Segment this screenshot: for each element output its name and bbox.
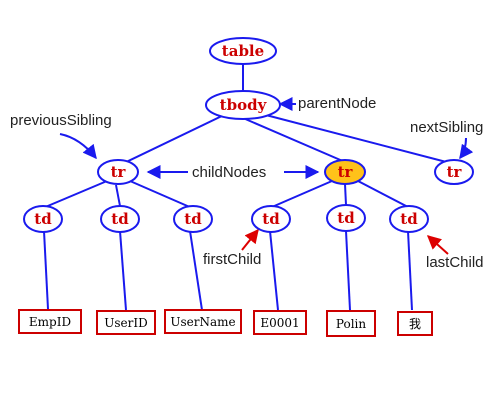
parent-node-label: parentNode bbox=[298, 95, 376, 112]
edge-tr2-td5 bbox=[344, 183, 347, 206]
last-child-label: lastChild bbox=[426, 254, 484, 271]
leaf-box-4-text: E0001 bbox=[260, 316, 299, 330]
last-child-arrow bbox=[426, 235, 449, 255]
next-sibling-arrow bbox=[459, 137, 474, 160]
node-tr-3-label: tr bbox=[447, 163, 463, 181]
edge-td5-leaf5 bbox=[345, 230, 351, 311]
edge-td6-leaf6 bbox=[407, 230, 413, 311]
leaf-box-5-text: Polin bbox=[336, 317, 366, 331]
node-td-6: td bbox=[389, 205, 429, 233]
node-td-2-label: td bbox=[111, 210, 129, 228]
edge-tbody-tr3 bbox=[261, 113, 455, 165]
child-nodes-label: childNodes bbox=[192, 164, 266, 181]
edge-td1-leaf1 bbox=[43, 230, 49, 310]
leaf-box-1: EmpID bbox=[18, 309, 82, 334]
node-td-1: td bbox=[23, 205, 63, 233]
node-tr-3: tr bbox=[434, 159, 474, 185]
leaf-box-4: E0001 bbox=[253, 310, 307, 335]
leaf-box-6-text: 我 bbox=[409, 317, 421, 331]
leaf-box-3-text: UserName bbox=[170, 315, 235, 329]
node-tbody-label: tbody bbox=[220, 96, 268, 114]
node-tr-2-highlighted: tr bbox=[324, 159, 366, 185]
tree-edges bbox=[42, 64, 455, 311]
previous-sibling-arrow bbox=[59, 133, 97, 160]
edge-tr1-td3 bbox=[129, 180, 193, 209]
relation-labels: parentNode previousSibling nextSibling c… bbox=[10, 95, 484, 271]
leaf-box-6: 我 bbox=[397, 311, 433, 336]
edge-td2-leaf2 bbox=[119, 230, 127, 311]
node-td-5-label: td bbox=[337, 209, 355, 227]
node-tr-2-label: tr bbox=[338, 163, 354, 181]
node-td-2: td bbox=[100, 205, 140, 233]
next-sibling-label: nextSibling bbox=[410, 119, 483, 136]
node-tr-1-label: tr bbox=[111, 163, 127, 181]
node-td-3-label: td bbox=[184, 210, 202, 228]
edge-tbody-tr2 bbox=[242, 117, 346, 163]
first-child-arrow bbox=[241, 228, 259, 251]
edge-tr1-td2 bbox=[115, 184, 121, 207]
node-td-6-label: td bbox=[400, 210, 418, 228]
relation-arrows bbox=[59, 97, 474, 255]
leaf-box-2-text: UserID bbox=[104, 316, 147, 330]
edge-td3-leaf3 bbox=[189, 230, 203, 311]
first-child-label: firstChild bbox=[203, 251, 261, 268]
node-td-3: td bbox=[173, 205, 213, 233]
node-tbody: tbody bbox=[205, 90, 281, 120]
node-td-4-label: td bbox=[262, 210, 280, 228]
edge-tr2-td4 bbox=[271, 180, 333, 208]
node-td-5: td bbox=[326, 204, 366, 232]
node-table-label: table bbox=[222, 42, 264, 60]
leaf-box-5: Polin bbox=[326, 310, 376, 337]
node-tr-1: tr bbox=[97, 159, 139, 185]
edge-tr1-td1 bbox=[42, 180, 108, 209]
edge-tr2-td6 bbox=[357, 180, 409, 208]
previous-sibling-label: previousSibling bbox=[10, 112, 112, 129]
edge-td4-leaf4 bbox=[269, 230, 279, 311]
edge-tbody-tr1 bbox=[117, 113, 227, 167]
node-td-4: td bbox=[251, 205, 291, 233]
leaf-box-3: UserName bbox=[164, 309, 242, 334]
leaf-box-1-text: EmpID bbox=[29, 315, 71, 329]
node-table: table bbox=[209, 37, 277, 65]
node-td-1-label: td bbox=[34, 210, 52, 228]
leaf-box-2: UserID bbox=[96, 310, 156, 335]
